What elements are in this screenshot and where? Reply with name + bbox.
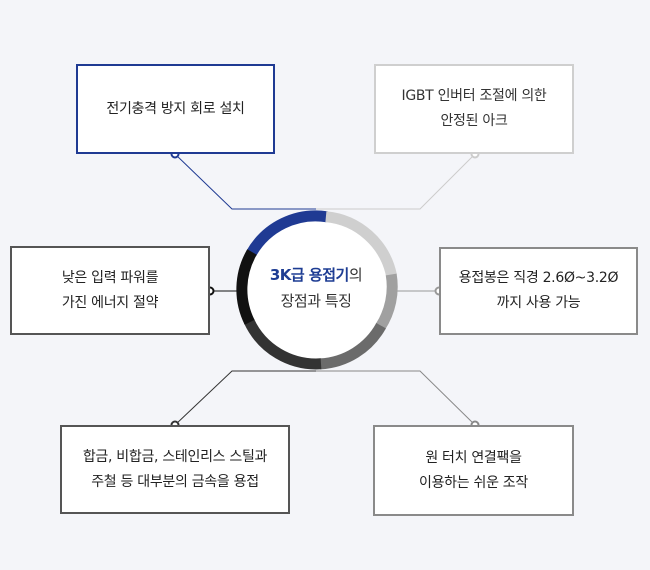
feature-text: 용접봉은 직경 2.6Ø~3.2Ø	[458, 270, 619, 286]
feature-text: 이용하는 쉬운 조작	[419, 474, 528, 491]
ring-segment-6	[236, 249, 257, 325]
connector-line-1	[174, 153, 318, 210]
feature-box-energy-saving: 낮은 입력 파워를 가진 에너지 절약	[10, 246, 210, 335]
feature-text: 주철 등 대부분의 금속을 용접	[91, 473, 259, 490]
feature-box-one-touch: 원 터치 연결팩을 이용하는 쉬운 조작	[373, 425, 574, 516]
ring-segment-5	[244, 318, 322, 370]
feature-box-metal-welding: 합금, 비합금, 스테인리스 스틸과 주철 등 대부분의 금속을 용접	[60, 425, 290, 514]
feature-text: 까지 사용 가능	[496, 295, 581, 311]
center-title-suffix: 의	[348, 266, 363, 284]
feature-text: 가진 에너지 절약	[61, 294, 159, 311]
feature-text: 안정된 아크	[440, 113, 508, 129]
ring-segment-3	[375, 273, 398, 330]
feature-text: 전기충격 방지 회로 설치	[106, 100, 245, 117]
feature-box-shock-protection: 전기충격 방지 회로 설치	[76, 64, 275, 154]
connector-line-6	[316, 370, 476, 426]
connector-line-2	[316, 153, 476, 210]
feature-box-igbt-inverter: IGBT 인버터 조절에 의한 안정된 아크	[374, 64, 574, 154]
center-label: 3K급 용접기의 장점과 특징	[243, 262, 389, 314]
center-title-highlight: 3K급 용접기	[269, 266, 349, 284]
ring-segment-1	[246, 210, 328, 257]
center-subtitle: 장점과 특징	[280, 292, 352, 310]
feature-box-electrode-diameter: 용접봉은 직경 2.6Ø~3.2Ø 까지 사용 가능	[439, 247, 638, 335]
feature-text: 낮은 입력 파워를	[61, 269, 159, 286]
feature-text: 원 터치 연결팩을	[425, 449, 522, 466]
ring-segment-2	[325, 211, 397, 277]
ring-segment-4	[319, 322, 386, 370]
feature-text: IGBT 인버터 조절에 의한	[401, 88, 547, 104]
connector-line-5	[174, 370, 318, 426]
center-circle-bg	[240, 214, 392, 366]
feature-text: 합금, 비합금, 스테인리스 스틸과	[82, 448, 268, 465]
center-title: 3K급 용접기의	[243, 262, 389, 288]
